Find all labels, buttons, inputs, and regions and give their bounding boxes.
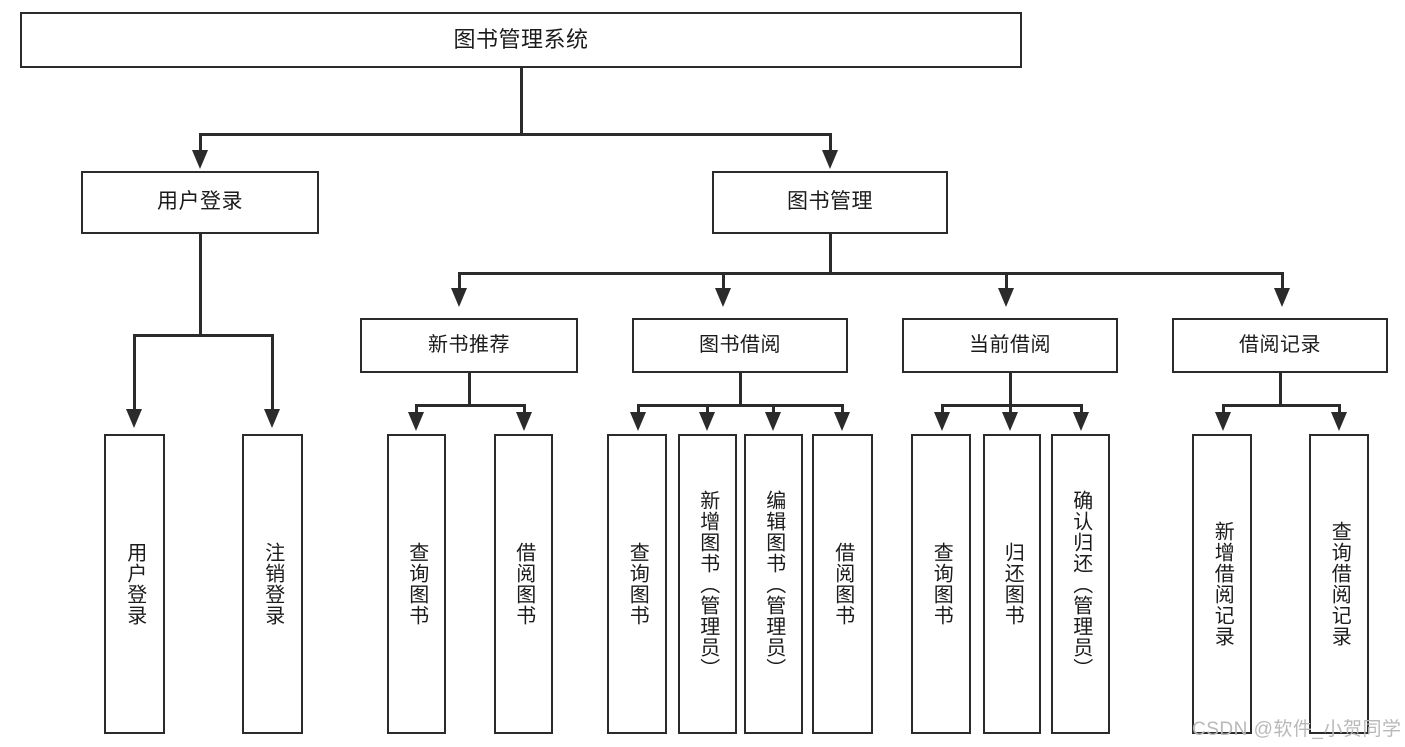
node-label: 新增借阅记录 (1211, 521, 1234, 647)
connector-record-drop-2 (1338, 404, 1341, 414)
node-label: 注销登录 (261, 542, 284, 626)
connector-current-drop-3 (1080, 404, 1083, 414)
connector-current-stem (1009, 373, 1012, 406)
arrow-to-add-book (699, 412, 715, 431)
node-user-login[interactable]: 用户登录 (81, 171, 319, 234)
arrow-to-new-book-recommend (451, 288, 467, 307)
arrow-to-edit-book (765, 412, 781, 431)
node-label: 用户登录 (157, 190, 243, 214)
connector-recommend-bar (415, 404, 525, 407)
connector-l2-drop-4 (1281, 272, 1284, 290)
node-label: 查询图书 (405, 542, 428, 626)
connector-borrow-drop-1 (637, 404, 640, 414)
connector-record-stem (1279, 373, 1282, 406)
connector-borrow-bar (637, 404, 843, 407)
connector-user-login-drop-1 (133, 334, 136, 412)
leaf-user-login[interactable]: 用户登录 (104, 434, 165, 734)
connector-l2-drop-1 (458, 272, 461, 290)
connector-root-drop-left (199, 133, 202, 153)
node-current-borrow[interactable]: 当前借阅 (902, 318, 1118, 373)
node-label: 借阅图书 (831, 542, 854, 626)
node-label: 图书管理 (787, 190, 873, 214)
connector-user-login-drop-2 (271, 334, 274, 412)
connector-borrow-drop-2 (706, 404, 709, 414)
connector-recommend-drop-1 (415, 404, 418, 414)
node-root[interactable]: 图书管理系统 (20, 12, 1022, 68)
connector-current-drop-1 (941, 404, 944, 414)
leaf-query-borrow-record[interactable]: 查询借阅记录 (1309, 434, 1369, 734)
arrow-to-query-book-1 (408, 412, 424, 431)
arrow-to-query-book-3 (934, 412, 950, 431)
arrow-to-confirm-return (1073, 412, 1089, 431)
leaf-query-book-current[interactable]: 查询图书 (911, 434, 971, 734)
arrow-to-user-login (192, 150, 208, 169)
node-label: 借阅图书 (512, 542, 535, 626)
connector-recommend-drop-2 (523, 404, 526, 414)
connector-l2-drop-2 (722, 272, 725, 290)
connector-book-management-bar (458, 272, 1283, 275)
node-label: 借阅记录 (1239, 334, 1321, 356)
node-label: 图书借阅 (699, 334, 781, 356)
leaf-query-book-recommend[interactable]: 查询图书 (387, 434, 446, 734)
leaf-add-book-admin[interactable]: 新增图书（管理员） (678, 434, 737, 734)
node-label: 归还图书 (1001, 542, 1024, 626)
arrow-to-query-book-2 (630, 412, 646, 431)
node-book-management[interactable]: 图书管理 (712, 171, 948, 234)
arrow-to-user-login-leaf (126, 409, 142, 428)
arrow-to-borrow-record (1274, 288, 1290, 307)
connector-borrow-drop-4 (841, 404, 844, 414)
connector-record-bar (1222, 404, 1340, 407)
connector-borrow-drop-3 (772, 404, 775, 414)
arrow-to-borrow-book-2 (834, 412, 850, 431)
leaf-borrow-book[interactable]: 借阅图书 (812, 434, 873, 734)
arrow-to-book-borrow (715, 288, 731, 307)
node-label: 图书管理系统 (453, 27, 589, 53)
node-label: 用户登录 (123, 542, 146, 626)
node-label: 查询借阅记录 (1328, 521, 1351, 647)
leaf-query-book-borrow[interactable]: 查询图书 (607, 434, 667, 734)
node-book-borrow[interactable]: 图书借阅 (632, 318, 848, 373)
leaf-confirm-return-admin[interactable]: 确认归还（管理员） (1051, 434, 1110, 734)
connector-root-stem (520, 68, 523, 135)
arrow-to-query-borrow-record (1331, 412, 1347, 431)
node-label: 查询图书 (626, 542, 649, 626)
leaf-borrow-book-recommend[interactable]: 借阅图书 (494, 434, 553, 734)
node-label: 确认归还（管理员） (1069, 489, 1092, 679)
connector-user-login-stem (199, 234, 202, 336)
arrow-to-logout-leaf (264, 409, 280, 428)
arrow-to-book-management (822, 150, 838, 169)
node-label: 查询图书 (930, 542, 953, 626)
node-new-book-recommend[interactable]: 新书推荐 (360, 318, 578, 373)
leaf-logout[interactable]: 注销登录 (242, 434, 303, 734)
arrow-to-borrow-book-1 (516, 412, 532, 431)
node-label: 当前借阅 (969, 334, 1051, 356)
connector-l2-drop-3 (1005, 272, 1008, 290)
node-label: 新书推荐 (428, 334, 510, 356)
arrow-to-add-borrow-record (1215, 412, 1231, 431)
connector-book-management-stem (829, 234, 832, 274)
connector-user-login-bar (133, 334, 273, 337)
connector-root-bar (199, 133, 831, 136)
connector-borrow-stem (739, 373, 742, 406)
connector-root-drop-right (829, 133, 832, 153)
node-label: 新增图书（管理员） (696, 489, 719, 679)
arrow-to-current-borrow (998, 288, 1014, 307)
connector-record-drop-1 (1222, 404, 1225, 414)
leaf-add-borrow-record[interactable]: 新增借阅记录 (1192, 434, 1252, 734)
node-borrow-record[interactable]: 借阅记录 (1172, 318, 1388, 373)
leaf-edit-book-admin[interactable]: 编辑图书（管理员） (744, 434, 803, 734)
csdn-watermark: CSDN @软件_小贺同学 (1192, 719, 1402, 740)
connector-recommend-stem (468, 373, 471, 406)
connector-current-bar (941, 404, 1082, 407)
arrow-to-return-book (1002, 412, 1018, 431)
node-label: 编辑图书（管理员） (762, 489, 785, 679)
connector-current-drop-2 (1009, 404, 1012, 414)
leaf-return-book[interactable]: 归还图书 (983, 434, 1041, 734)
